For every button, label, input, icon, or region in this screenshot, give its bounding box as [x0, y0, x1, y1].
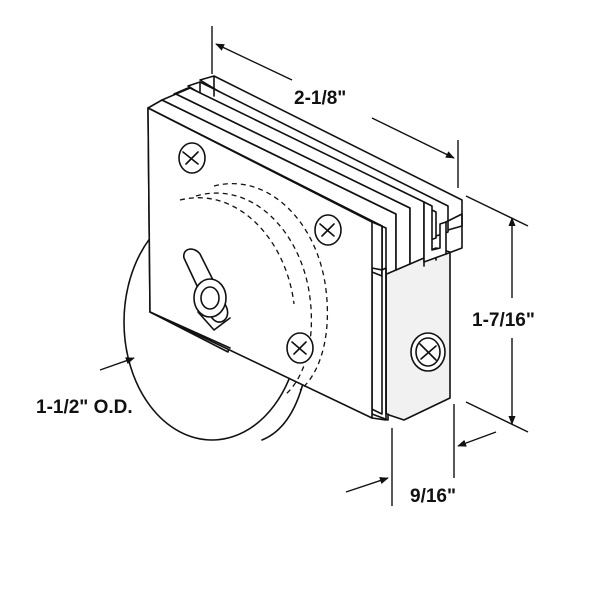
- width-label: 2-1/8": [294, 88, 346, 109]
- dimension-height: 1-7/16": [465, 195, 535, 433]
- side-wall-face: [385, 247, 451, 421]
- front-plate: [147, 107, 389, 421]
- hole-right-icon: [314, 214, 342, 246]
- dimension-wheel-od: 1-1/2" O.D.: [36, 357, 135, 418]
- axle-adjuster: [183, 248, 231, 331]
- hole-bottom-icon: [286, 332, 314, 364]
- phillips-screw-icon: [410, 332, 446, 372]
- hidden-wheel-outline: [179, 183, 329, 395]
- dimension-width: 2-1/8": [211, 26, 459, 188]
- wheel-od-label: 1-1/2" O.D.: [36, 397, 133, 418]
- mounting-holes: [178, 142, 342, 364]
- channel-clip: [423, 201, 447, 263]
- depth-label: 9/16": [410, 486, 456, 507]
- height-label: 1-7/16": [472, 310, 535, 331]
- dimension-depth: 9/16": [345, 404, 497, 507]
- hole-top-left-icon: [178, 142, 206, 174]
- axle-hole: [200, 286, 220, 310]
